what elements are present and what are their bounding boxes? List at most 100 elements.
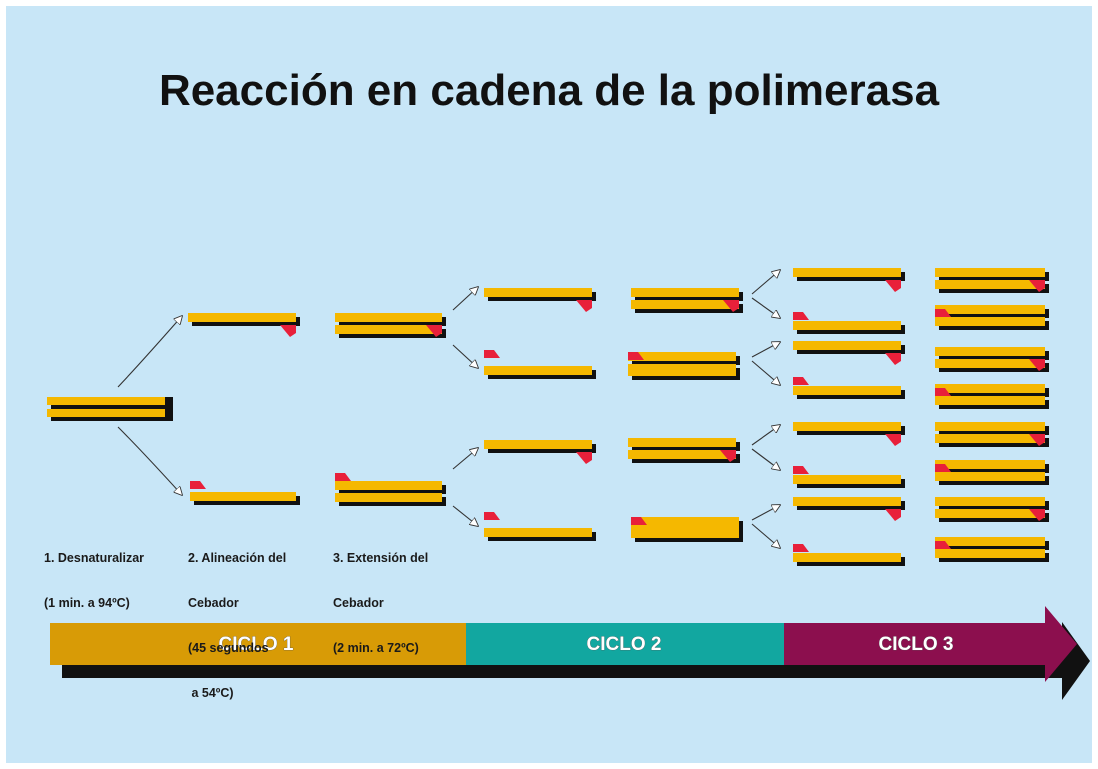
- dna-strand: [793, 475, 901, 484]
- dna-strand: [793, 497, 901, 506]
- step-3-line: Cebador: [333, 596, 384, 610]
- dna-strand: [935, 434, 1045, 443]
- connector-arrow: [452, 287, 478, 311]
- primer: [793, 466, 809, 474]
- connector-arrow: [751, 505, 780, 521]
- primer: [935, 309, 951, 317]
- primer: [280, 325, 296, 337]
- dna-strand: [935, 497, 1045, 506]
- dna-strand: [935, 305, 1045, 314]
- cycle-3-segment: [784, 606, 1077, 682]
- step-3-line: (2 min. a 72ºC): [333, 641, 419, 655]
- primer: [885, 353, 901, 365]
- dna-strand: [335, 493, 442, 502]
- dna-strand: [935, 396, 1045, 405]
- dna-strand: [935, 268, 1045, 277]
- connector-arrow: [751, 523, 780, 548]
- dna-strand: [484, 528, 592, 537]
- dna-strand: [935, 347, 1045, 356]
- dna-strand: [188, 313, 296, 322]
- dna-strand: [47, 397, 169, 405]
- connector-arrow: [117, 426, 182, 495]
- primer: [793, 377, 809, 385]
- connector-arrow: [751, 360, 780, 385]
- dna-strand: [484, 440, 592, 449]
- cycle-timeline: CICLO 1 CICLO 2 CICLO 3: [50, 606, 1090, 700]
- connector-arrow: [751, 448, 780, 470]
- primer: [885, 434, 901, 446]
- primer: [1029, 280, 1045, 292]
- dna-strand: [935, 384, 1045, 393]
- cycle-2-label: CICLO 2: [587, 634, 662, 655]
- dna-strand: [628, 438, 736, 447]
- connector-arrow: [452, 505, 478, 526]
- step-2-line: (45 segundos: [188, 641, 269, 655]
- cycle-1-label: CICLO 1: [219, 634, 294, 655]
- primer: [1029, 359, 1045, 371]
- connector-arrow: [751, 270, 780, 295]
- connector-arrow: [751, 297, 780, 318]
- strand-end: [165, 397, 173, 421]
- primer: [793, 312, 809, 320]
- dna-strand: [335, 481, 442, 490]
- primer: [1029, 434, 1045, 446]
- dna-strand: [484, 366, 592, 375]
- dna-strand: [335, 325, 442, 334]
- primer: [576, 300, 592, 312]
- connector-arrows: [117, 270, 780, 548]
- primer: [1029, 509, 1045, 521]
- step-3-label: 3. Extensión del Cebador (2 min. a 72ºC): [333, 521, 428, 671]
- dna-strand: [793, 422, 901, 431]
- primer: [335, 473, 351, 481]
- dna-strand: [935, 509, 1045, 518]
- dna-strands: [47, 268, 1049, 566]
- dna-strand: [935, 549, 1045, 558]
- primer: [935, 541, 951, 549]
- dna-strand: [793, 341, 901, 350]
- dna-strand: [335, 313, 442, 322]
- connector-arrow: [751, 425, 780, 446]
- dna-strand: [935, 472, 1045, 481]
- connector-arrow: [751, 342, 780, 358]
- dna-strand: [628, 450, 736, 459]
- primer: [793, 544, 809, 552]
- dna-strand: [190, 492, 296, 501]
- dna-strand: [935, 280, 1045, 289]
- dna-strand: [793, 386, 901, 395]
- step-1-line: 1. Desnaturalizar: [44, 551, 145, 565]
- primer: [576, 452, 592, 464]
- page-title: Reacción en cadena de la polimerasa: [158, 66, 940, 115]
- step-2-line: Cebador: [188, 596, 239, 610]
- primer: [720, 450, 736, 462]
- primer: [885, 509, 901, 521]
- dna-strand: [628, 364, 736, 376]
- primer: [426, 325, 442, 337]
- dna-strand: [935, 359, 1045, 368]
- primer: [484, 512, 500, 520]
- dna-strand: [628, 352, 736, 361]
- primer: [935, 388, 951, 396]
- primer: [935, 464, 951, 472]
- primer: [484, 350, 500, 358]
- connector-arrow: [452, 344, 478, 368]
- step-2-line: 2. Alineación del: [188, 551, 287, 565]
- dna-strand: [935, 422, 1045, 431]
- cycle-3-label: CICLO 3: [879, 634, 954, 655]
- primer: [190, 481, 206, 489]
- step-3-line: 3. Extensión del: [333, 551, 429, 565]
- primer: [628, 352, 644, 360]
- primer: [885, 280, 901, 292]
- dna-strand: [793, 321, 901, 330]
- step-1-line: (1 min. a 94ºC): [44, 596, 130, 610]
- step-2-line: a 54ºC): [188, 686, 234, 700]
- cycle-2-segment: [466, 623, 784, 665]
- connector-arrow: [452, 448, 478, 470]
- step-1-label: 1. Desnaturalizar (1 min. a 94ºC): [44, 521, 144, 626]
- dna-strand: [47, 409, 169, 417]
- connector-arrow: [117, 316, 182, 388]
- dna-strand: [935, 317, 1045, 326]
- dna-strand: [631, 288, 739, 297]
- dna-strand: [793, 268, 901, 277]
- step-2-label: 2. Alineación del Cebador (45 segundos a…: [188, 521, 286, 716]
